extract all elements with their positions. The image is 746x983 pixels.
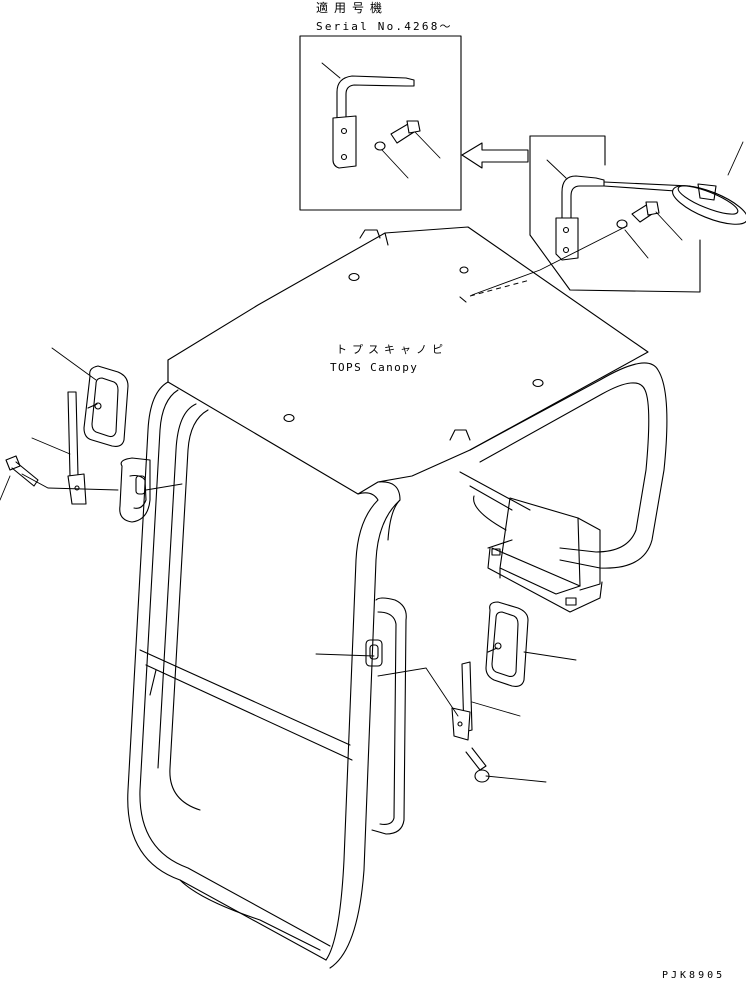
- mirror-detail-inset: [469, 135, 746, 297]
- drawing-code: PJK8905: [662, 970, 725, 981]
- left-mirror-assembly: [0, 347, 183, 505]
- serial-detail-inset: [299, 35, 462, 211]
- serial-label: Serial No.4268～: [316, 20, 453, 33]
- canopy-label-en: TOPS Canopy: [330, 361, 418, 374]
- direction-arrow: [461, 142, 529, 169]
- canopy-label-jp: トプスキャノピ: [336, 343, 448, 356]
- right-mirror-assembly: [315, 601, 577, 783]
- applicability-label: 適用号機: [316, 0, 388, 15]
- tops-canopy: [119, 226, 668, 969]
